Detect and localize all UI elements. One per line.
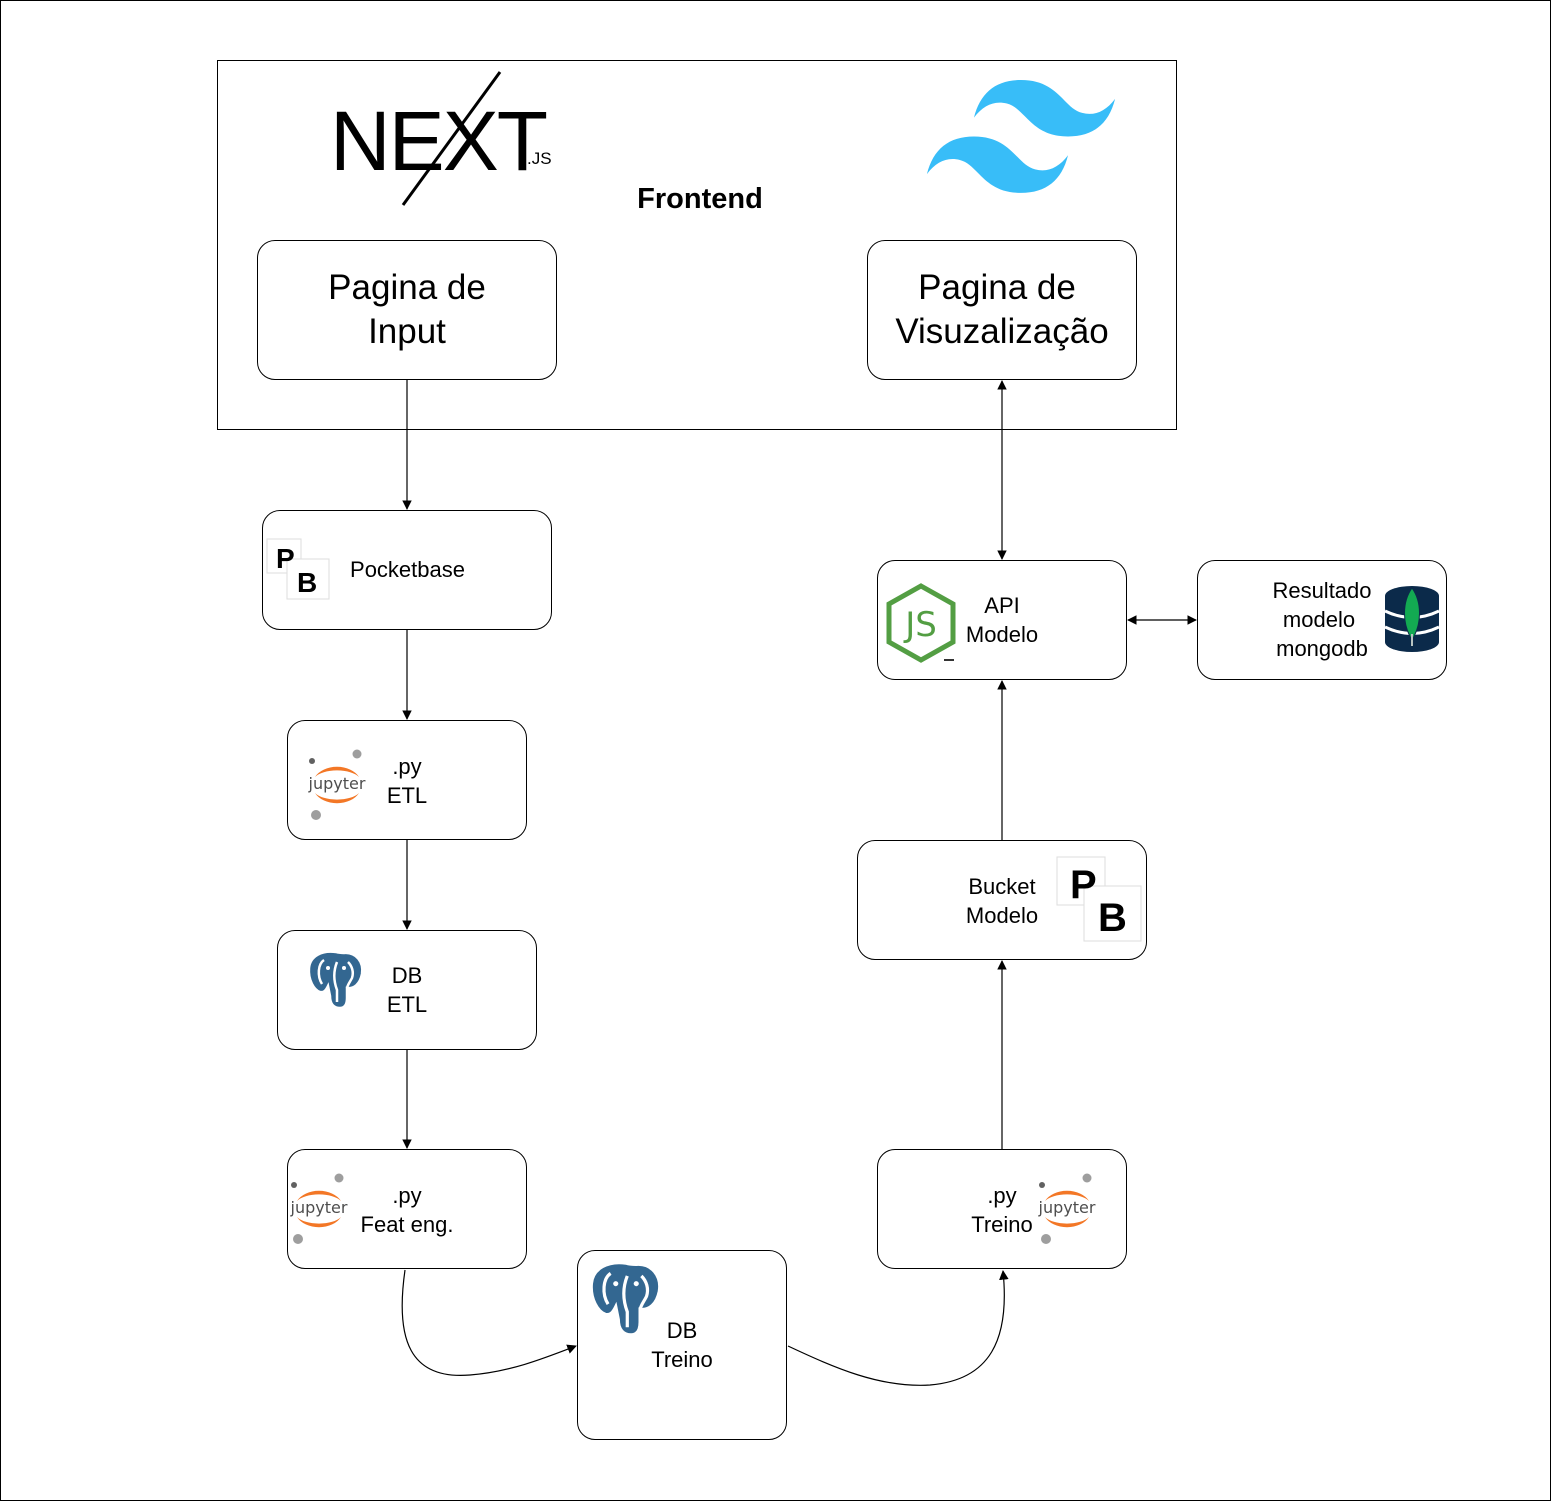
edge-db-treino-to-py-treino bbox=[787, 1270, 1009, 1386]
db-etl-label: DB ETL bbox=[357, 961, 457, 1019]
mongo-label: Resultado modelo mongodb bbox=[1257, 576, 1387, 663]
pocketbase-icon-b: B bbox=[297, 567, 317, 598]
py-feat-label: .py Feat eng. bbox=[347, 1181, 467, 1239]
jupyter-icon: jupyter bbox=[1038, 1173, 1096, 1244]
mongodb-icon bbox=[1384, 586, 1440, 652]
jupyter-icon: jupyter bbox=[290, 1173, 348, 1244]
api-line2: Modelo bbox=[965, 622, 1039, 647]
frontend-title: Frontend bbox=[637, 183, 763, 215]
bucket-line1: Bucket bbox=[968, 874, 1036, 899]
edge-py-feat-to-db-treino bbox=[401, 1269, 577, 1376]
pocketbase-icon: P B bbox=[266, 538, 330, 600]
pocketbase-icon: P B bbox=[1056, 856, 1142, 942]
nodejs-icon: JS bbox=[886, 583, 956, 663]
bucket-line2: Modelo bbox=[965, 903, 1039, 928]
py-feat-node bbox=[287, 1149, 527, 1269]
db-treino-line1: DB bbox=[666, 1318, 698, 1343]
py-etl-label: .py ETL bbox=[357, 752, 457, 810]
bucket-icon-p: P bbox=[1070, 863, 1097, 907]
postgresql-icon bbox=[307, 950, 364, 1010]
viz-page-line2: Visuzalização bbox=[895, 312, 1109, 351]
api-label: API Modelo bbox=[952, 591, 1052, 649]
py-etl-node bbox=[287, 720, 527, 840]
bucket-icon-b: B bbox=[1098, 896, 1127, 940]
postgresql-icon bbox=[589, 1261, 662, 1337]
nextjs-logo-main: NEXT bbox=[330, 94, 547, 188]
pocketbase-label: Pocketbase bbox=[350, 557, 465, 582]
viz-page-label: Pagina de Visuzalização bbox=[867, 266, 1137, 354]
jupyter-icon-text: jupyter bbox=[308, 774, 366, 793]
input-page-line2: Input bbox=[368, 312, 446, 351]
jupyter-icon-text: jupyter bbox=[1038, 1198, 1096, 1217]
pocketbase-icon-p: P bbox=[276, 543, 295, 574]
db-treino-label: DB Treino bbox=[632, 1316, 732, 1374]
py-etl-line1: .py bbox=[392, 754, 422, 779]
input-page-node bbox=[257, 240, 557, 380]
py-treino-label: .py Treino bbox=[952, 1181, 1052, 1239]
input-page-line1: Pagina de bbox=[328, 268, 486, 307]
db-treino-line2: Treino bbox=[651, 1347, 713, 1372]
py-treino-line2: Treino bbox=[971, 1212, 1033, 1237]
nodejs-icon-text: JS bbox=[903, 605, 937, 645]
py-treino-node bbox=[877, 1149, 1127, 1269]
py-feat-line1: .py bbox=[392, 1183, 422, 1208]
mongo-line2: modelo bbox=[1282, 607, 1356, 632]
jupyter-icon: jupyter bbox=[308, 749, 366, 820]
api-line1: API bbox=[984, 593, 1020, 618]
viz-page-line1: Pagina de bbox=[918, 268, 1076, 307]
py-treino-line1: .py bbox=[987, 1183, 1017, 1208]
nextjs-logo-suffix: .JS bbox=[527, 149, 552, 168]
nextjs-logo: NEXT .JS bbox=[330, 71, 552, 206]
jupyter-icon-text: jupyter bbox=[290, 1198, 348, 1217]
py-feat-line2: Feat eng. bbox=[360, 1212, 454, 1237]
mongo-line1: Resultado bbox=[1272, 578, 1372, 603]
viz-page-node bbox=[867, 240, 1137, 380]
mongo-line3: mongodb bbox=[1276, 636, 1368, 661]
input-page-label: Pagina de Input bbox=[257, 266, 557, 354]
db-etl-line2: ETL bbox=[386, 992, 428, 1017]
frontend-group bbox=[217, 60, 1177, 430]
bucket-label: Bucket Modelo bbox=[942, 872, 1062, 930]
db-etl-line1: DB bbox=[391, 963, 423, 988]
tailwind-icon bbox=[926, 80, 1116, 193]
py-etl-line2: ETL bbox=[386, 783, 428, 808]
